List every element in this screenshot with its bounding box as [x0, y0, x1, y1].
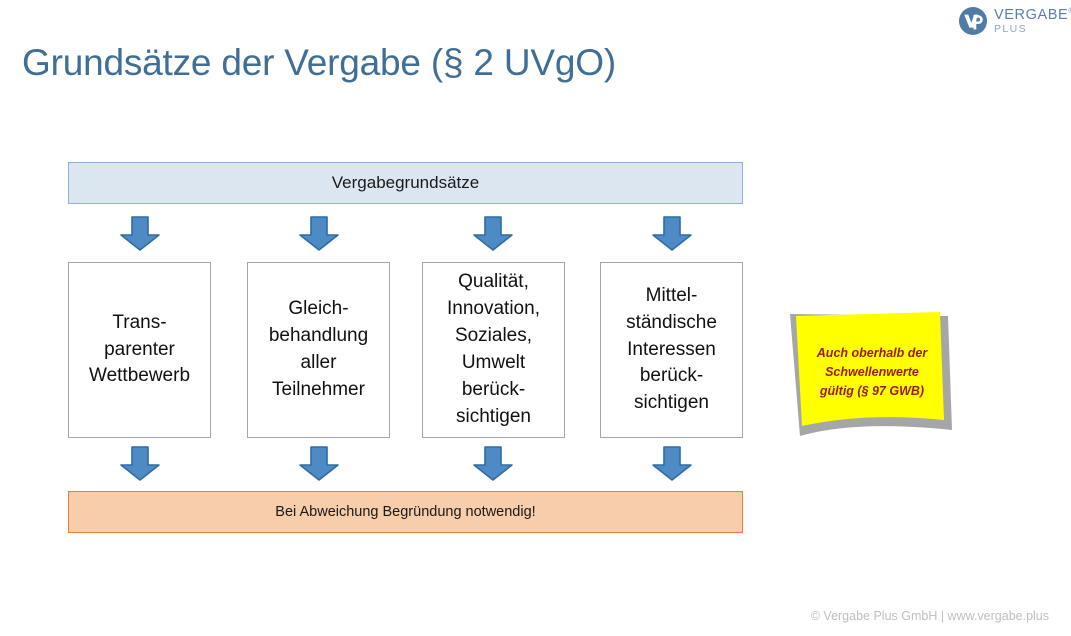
principle-box-gleichbehandlung: Gleich- behandlung aller Teilnehmer: [247, 262, 390, 438]
arrow-down-icon: [298, 216, 340, 252]
arrow-down-icon: [472, 216, 514, 252]
principle-box-qualitaet-innovation: Qualität, Innovation, Soziales, Umwelt b…: [422, 262, 565, 438]
diagram-top-box-label: Vergabegrundsätze: [331, 173, 480, 192]
diagram-top-box: Vergabegrundsätze: [68, 162, 743, 204]
sticky-note-icon: [790, 312, 952, 436]
diagram-bottom-box: Bei Abweichung Begründung notwendig!: [68, 491, 743, 533]
arrow-down-icon: [119, 216, 161, 252]
arrow-down-icon: [472, 446, 514, 482]
principle-box-label: Qualität, Innovation, Soziales, Umwelt b…: [447, 271, 540, 427]
sticky-note: Auch oberhalb der Schwellenwerte gültig …: [786, 308, 962, 448]
arrow-down-icon: [651, 446, 693, 482]
footer-copyright: © Vergabe Plus GmbH | www.vergabe.plus: [810, 609, 1049, 623]
registered-mark-icon: ®: [1068, 8, 1071, 15]
principle-box-transparenter-wettbewerb: Trans- parenter Wettbewerb: [68, 262, 211, 438]
principle-box-label: Gleich- behandlung aller Teilnehmer: [268, 298, 369, 400]
sticky-note-text: Auch oberhalb der Schwellenwerte gültig …: [816, 346, 928, 398]
principle-box-label: Mittel- ständische Interessen berück- si…: [626, 284, 717, 414]
principle-box-mittelstand: Mittel- ständische Interessen berück- si…: [600, 262, 743, 438]
arrow-down-icon: [651, 216, 693, 252]
brand-logo: VERGABE® PLUS: [958, 4, 1071, 38]
brand-name-line2: PLUS: [994, 22, 1028, 35]
page-title: Grundsätze der Vergabe (§ 2 UVgO): [22, 42, 616, 83]
brand-name-line1: VERGABE: [994, 7, 1069, 23]
arrow-down-icon: [119, 446, 161, 482]
principle-box-label: Trans- parenter Wettbewerb: [88, 311, 191, 387]
vp-monogram-icon: [958, 6, 988, 36]
diagram-bottom-box-label: Bei Abweichung Begründung notwendig!: [275, 504, 536, 520]
brand-wordmark: VERGABE® PLUS: [994, 8, 1071, 34]
arrow-down-icon: [298, 446, 340, 482]
